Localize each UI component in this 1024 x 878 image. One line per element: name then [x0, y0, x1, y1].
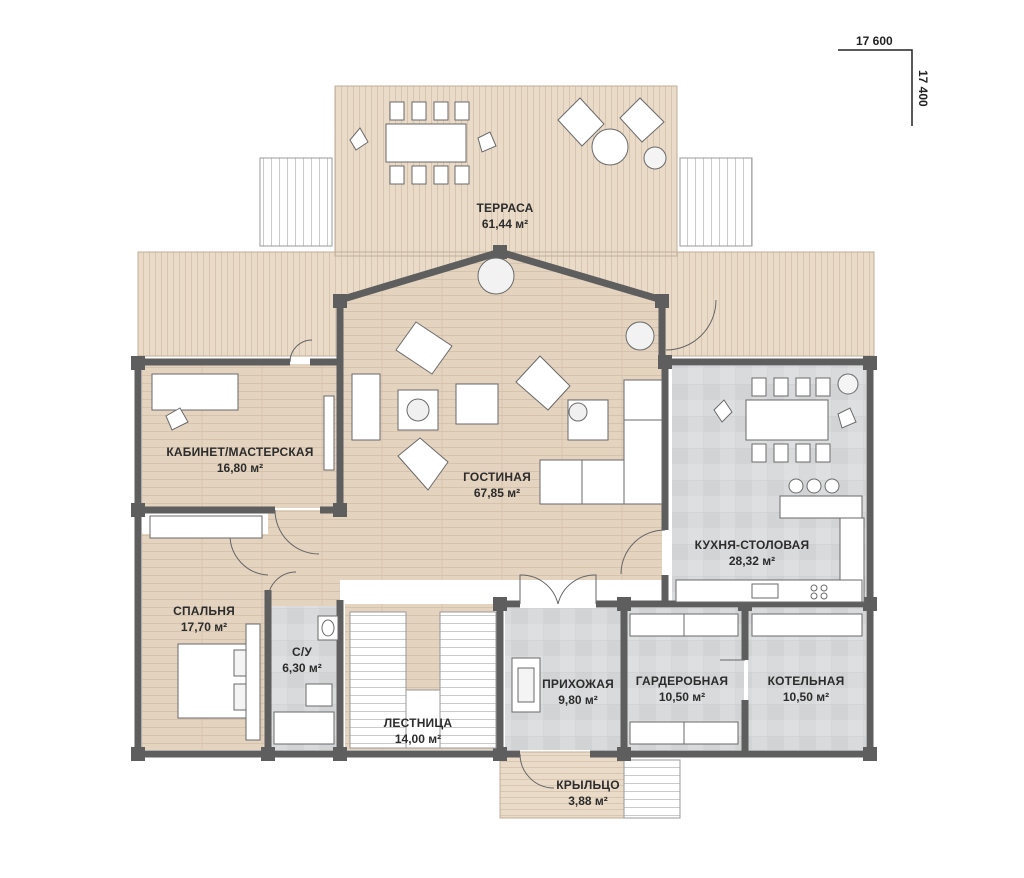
room-name: ЛЕСТНИЦА [383, 716, 453, 730]
doors [229, 299, 745, 789]
room-label-living: ГОСТИНАЯ 67,85 м² [463, 470, 531, 500]
room-label-hall: ПРИХОЖАЯ 9,80 м² [542, 677, 614, 707]
staircase [349, 611, 497, 749]
room-name: КОТЕЛЬНАЯ [767, 674, 845, 688]
terrace-dining-set [349, 101, 497, 185]
bedroom-furniture [177, 623, 261, 741]
kitchen-furniture [675, 373, 865, 603]
room-area: 67,85 м² [473, 486, 521, 500]
room-label-study: КАБИНЕТ/МАСТЕРСКАЯ 16,80 м² [166, 445, 313, 475]
depth-dimension: 17 400 [916, 70, 930, 107]
room-name: С/У [291, 645, 313, 659]
room-label-wardrobe: ГАРДЕРОБНАЯ 10,50 м² [636, 674, 728, 704]
study-furniture [149, 373, 263, 539]
room-name: КРЫЛЬЦО [556, 778, 620, 792]
room-area: 17,70 м² [180, 620, 228, 634]
room-label-kitchen: КУХНЯ-СТОЛОВАЯ 28,32 м² [695, 538, 810, 568]
living-floor [340, 252, 662, 580]
room-name: ПРИХОЖАЯ [542, 677, 614, 691]
room-label-porch: КРЫЛЬЦО 3,88 м² [556, 778, 620, 808]
room-area: 16,80 м² [216, 461, 264, 475]
room-name: ГОСТИНАЯ [463, 470, 531, 484]
room-area: 9,80 м² [558, 693, 598, 707]
room-area: 61,44 м² [481, 217, 529, 231]
service-furniture [511, 613, 863, 745]
room-name: СПАЛЬНЯ [173, 604, 235, 618]
walls [134, 248, 874, 758]
terrace-lounge-set [557, 97, 667, 170]
hallway-floor [268, 510, 340, 606]
room-area: 28,32 м² [728, 554, 776, 568]
room-name: КАБИНЕТ/МАСТЕРСКАЯ [166, 445, 314, 459]
room-area: 14,00 м² [394, 732, 442, 746]
room-area: 3,88 м² [568, 794, 608, 808]
room-label-wc: С/У 6,30 м² [282, 645, 322, 675]
room-label-stairs: ЛЕСТНИЦА 14,00 м² [384, 716, 452, 746]
room-name: КУХНЯ-СТОЛОВАЯ [694, 538, 810, 552]
room-label-bedroom: СПАЛЬНЯ 17,70 м² [173, 604, 235, 634]
room-name: ТЕРРАСА [476, 201, 534, 215]
room-label-boiler: КОТЕЛЬНАЯ 10,50 м² [768, 674, 845, 704]
room-name: ГАРДЕРОБНАЯ [635, 674, 729, 688]
terrace-steps-right [679, 157, 753, 247]
room-label-terrace: ТЕРРАСА 61,44 м² [476, 201, 533, 231]
porch-steps [623, 759, 681, 819]
living-furniture [323, 257, 663, 505]
dimension-marks [838, 49, 913, 126]
room-area: 10,50 м² [782, 690, 830, 704]
room-area: 6,30 м² [282, 661, 322, 675]
wc-fixtures [273, 615, 339, 745]
room-area: 10,50 м² [658, 690, 706, 704]
width-dimension: 17 600 [856, 34, 893, 48]
terrace-steps-left [259, 157, 333, 247]
